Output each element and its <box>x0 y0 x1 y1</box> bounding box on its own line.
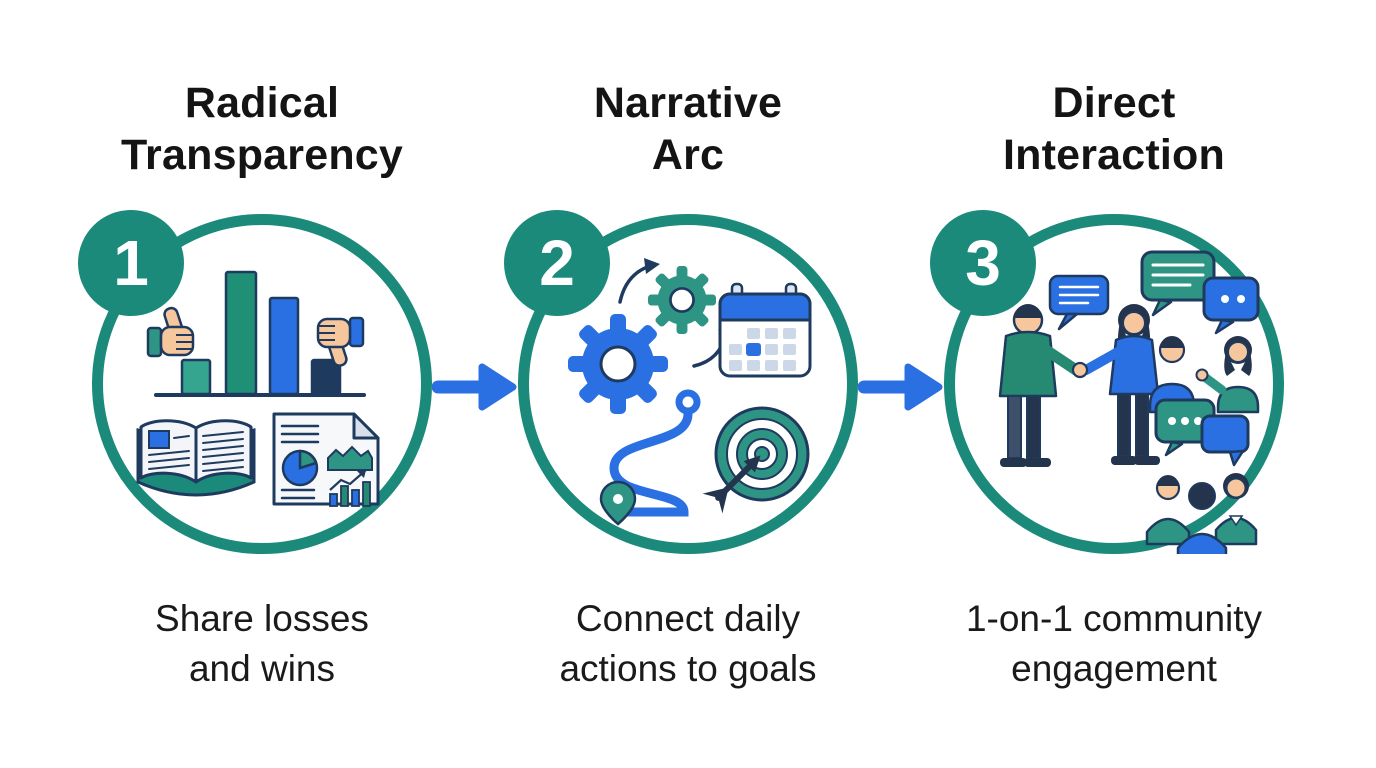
analytics-report-icon <box>272 412 380 507</box>
step-2: Narrative Arc <box>475 78 901 694</box>
thumbs-down-icon <box>316 316 365 367</box>
flow-arrow-icon <box>858 363 943 411</box>
step-1-title: Radical Transparency <box>120 79 404 179</box>
step-2-caption: Connect daily actions to goals <box>559 598 817 689</box>
flow-arrow-icon <box>432 363 517 411</box>
step-3-circle: 3 <box>930 210 1284 554</box>
open-book-icon <box>136 419 256 497</box>
step-1: Radical Transparency <box>49 78 475 694</box>
step-2-icons <box>568 258 812 526</box>
step-3-number-badge: 3 <box>930 210 1036 316</box>
winding-path-icon <box>599 389 701 526</box>
step-2-title: Narrative Arc <box>593 79 783 179</box>
step-3-icons <box>998 250 1260 554</box>
target-arrow-icon <box>702 406 810 514</box>
speech-bubble-icon <box>1048 274 1110 331</box>
step-3-caption: 1-on-1 community engagement <box>965 598 1263 689</box>
step-1-caption: Share losses and wins <box>155 598 369 689</box>
calendar-icon <box>718 282 812 378</box>
curved-arrow-icon <box>618 264 652 304</box>
step-3-title: Direct Interaction <box>1002 79 1225 179</box>
thumbs-up-icon <box>146 306 195 358</box>
gears-icon <box>568 258 734 414</box>
bar-chart-icon <box>154 270 366 397</box>
step-3: Direct Interaction <box>901 78 1327 694</box>
step-2-circle: 2 <box>504 210 858 554</box>
group-discussion-icon <box>1145 398 1258 554</box>
handshake-icon <box>998 274 1160 467</box>
step-1-circle: 1 <box>78 210 432 554</box>
step-1-icons <box>136 270 380 507</box>
step-2-number-badge: 2 <box>504 210 610 316</box>
conversation-icon <box>1140 250 1260 414</box>
step-1-number-badge: 1 <box>78 210 184 316</box>
